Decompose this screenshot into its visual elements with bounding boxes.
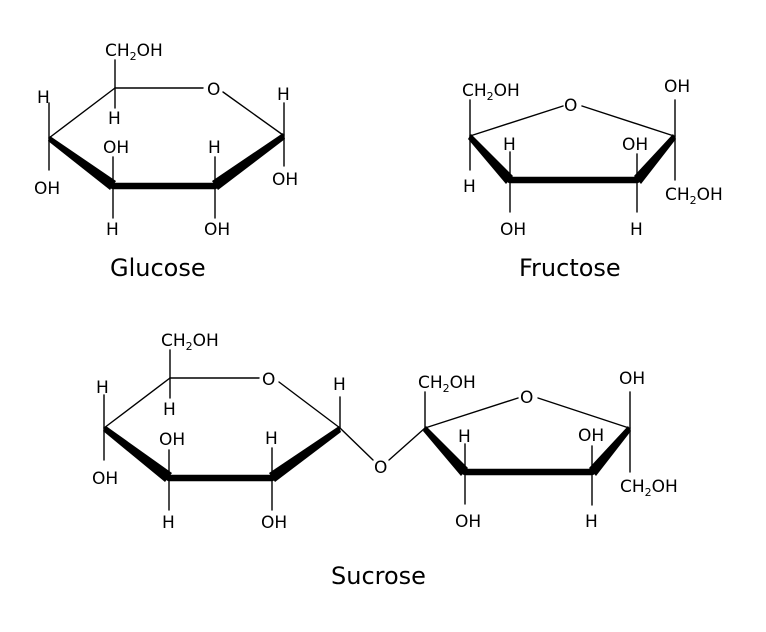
fructose-c3-oh: OH [622, 135, 648, 155]
sucrose-fru-bond-c2-o [424, 397, 519, 429]
fructose-c2-ch2oh-label: CH2OH [665, 185, 723, 207]
glucose-c4-h: H [37, 88, 50, 108]
fructose-c3-h: H [630, 220, 643, 240]
fructose-ring-oxygen: O [564, 96, 577, 116]
sucrose-fru-c5-ch2oh-label: CH2OH [620, 477, 678, 499]
fructose-c4-h: H [503, 135, 516, 155]
sucrose-fru-wedge-c3-c2 [423, 426, 468, 476]
glucose-c1-oh: OH [272, 170, 298, 190]
glucose-c3-h: H [106, 220, 119, 240]
glucose-c5-h: H [108, 109, 121, 129]
sucrose-fru-ch2oh-label: CH2OH [418, 373, 476, 395]
fructose-c5-h: H [463, 177, 476, 197]
sucrose-glc-c2-oh: OH [261, 513, 287, 533]
fructose-wedge-c2-c3 [634, 134, 676, 184]
glucose-wedge-c1-c2 [212, 133, 285, 190]
sucrose-glycosidic-oxygen: O [374, 458, 387, 478]
sucrose-caption: Sucrose [331, 562, 426, 590]
sucrose-glc-c5-h: H [163, 400, 176, 420]
sucrose-glc-bond-c4-c5 [103, 377, 171, 429]
glucose-c1-h: H [277, 85, 290, 105]
glucose-c2-h: H [208, 138, 221, 158]
sucrose-glc-wedge-c1-c2 [269, 426, 341, 482]
sucrose-fru-c3-h: H [458, 427, 471, 447]
sucrose-fru-ring-oxygen: O [520, 388, 533, 408]
sucrose-glc-wedge-c3-c4 [103, 426, 172, 482]
glucose-c3-oh: OH [103, 138, 129, 158]
sucrose-fru-c5-oh: OH [619, 369, 645, 389]
glucose-ch2oh-label: CH2OH [105, 41, 163, 63]
fructose-bond-c5-o [469, 105, 564, 137]
glucose-ring-oxygen: O [207, 80, 220, 100]
sucrose-fru-c4-oh: OH [578, 426, 604, 446]
glucose-c4-oh: OH [34, 179, 60, 199]
sucrose-fru-wedge-c5-c4 [589, 426, 631, 476]
fructose-caption: Fructose [519, 254, 621, 282]
sucrose-glc-c3-oh: OH [159, 430, 185, 450]
sucrose-glycosidic-bond-left [339, 427, 374, 461]
sucrose-fru-c4-h: H [585, 512, 598, 532]
sucrose-glc-bond-o-c1 [278, 381, 341, 429]
glucose-wedge-c3-c4 [48, 136, 116, 190]
glucose-bond-o-c1 [222, 91, 284, 136]
sucrose-glc-c4-h: H [96, 378, 109, 398]
sucrose-glc-c1-h: H [333, 375, 346, 395]
glucose-structure: CH2OH O H H OH OH H H OH H OH Glucose [34, 41, 298, 282]
glucose-bond-c4-c5 [48, 87, 116, 139]
sucrose-glc-c3-h: H [162, 513, 175, 533]
sucrose-fru-bond-o-c5 [537, 397, 630, 429]
fructose-c2-oh: OH [664, 77, 690, 97]
sucrose-glc-c4-oh: OH [92, 469, 118, 489]
fructose-c4-oh: OH [500, 220, 526, 240]
sucrose-glc-ring-oxygen: O [262, 370, 275, 390]
sucrose-glc-ch2oh-label: CH2OH [161, 331, 219, 353]
fructose-bond-o-c2 [581, 105, 675, 137]
fructose-structure: CH2OH O H H OH OH H OH CH2OH Fructose [462, 77, 723, 282]
sucrose-fru-c3-oh: OH [455, 512, 481, 532]
fructose-wedge-c4-c5 [468, 134, 513, 184]
sucrose-glc-c2-h: H [265, 429, 278, 449]
fructose-ch2oh-label: CH2OH [462, 81, 520, 103]
glucose-c2-oh: OH [204, 220, 230, 240]
sucrose-glycosidic-bond-right [388, 427, 426, 461]
sucrose-structure: O CH2OH O H H OH OH H H OH H CH2OH O H O… [92, 331, 678, 590]
glucose-caption: Glucose [110, 254, 206, 282]
